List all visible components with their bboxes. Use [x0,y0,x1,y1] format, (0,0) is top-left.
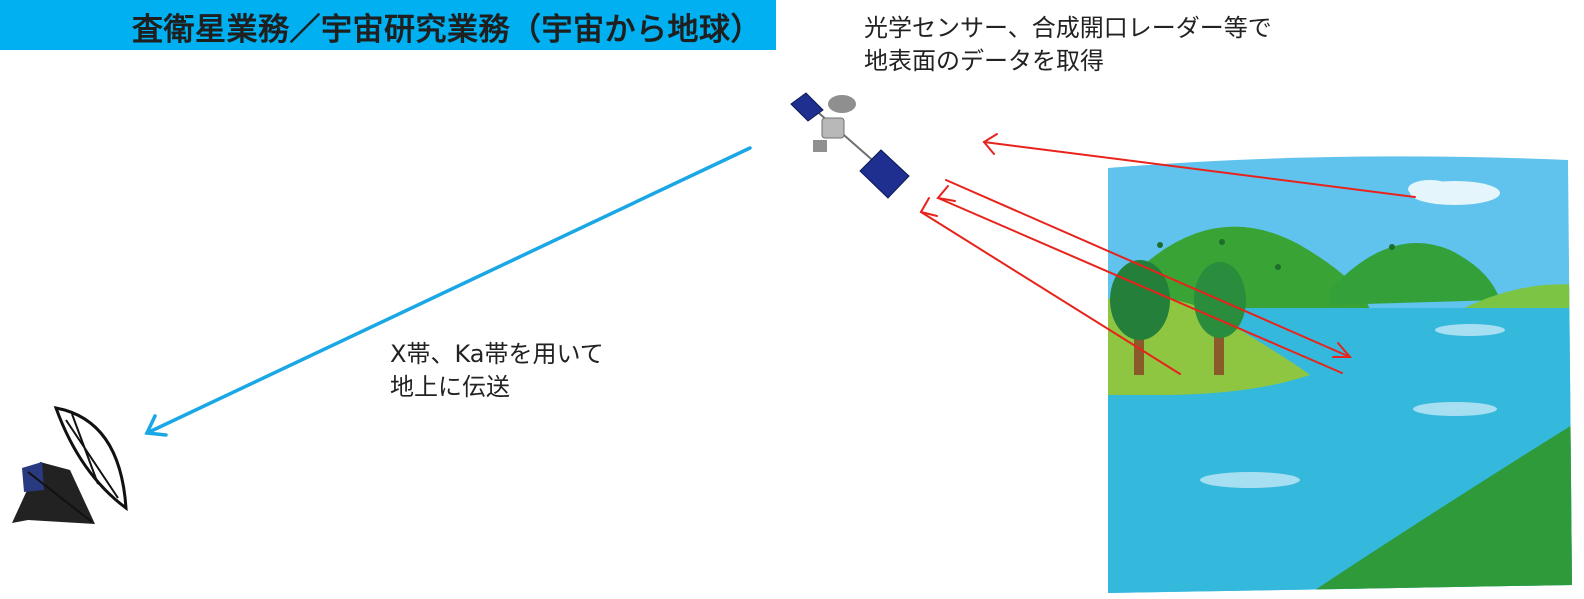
sensor-caption: 光学センサー、合成開口レーダー等で 地表面のデータを取得 [864,12,1272,78]
downlink-arrow [144,146,752,437]
sensor-caption-line-1: 光学センサー、合成開口レーダー等で [864,14,1272,42]
page-title: 査衛星業務／宇宙研究業務（宇宙から地球） [132,12,762,48]
title-banner: 査衛星業務／宇宙研究業務（宇宙から地球） [0,0,776,50]
sensing-arrows [919,133,1416,375]
ground-station-dish-icon [12,406,128,524]
landscape-illustration [1108,156,1572,593]
satellite-icon [790,92,910,199]
downlink-caption: X帯、Ka帯を用いて 地上に伝送 [390,338,604,404]
downlink-caption-line-2: 地上に伝送 [390,373,510,401]
sensor-caption-line-2: 地表面のデータを取得 [864,47,1104,75]
downlink-caption-line-1: X帯、Ka帯を用いて [390,340,604,368]
